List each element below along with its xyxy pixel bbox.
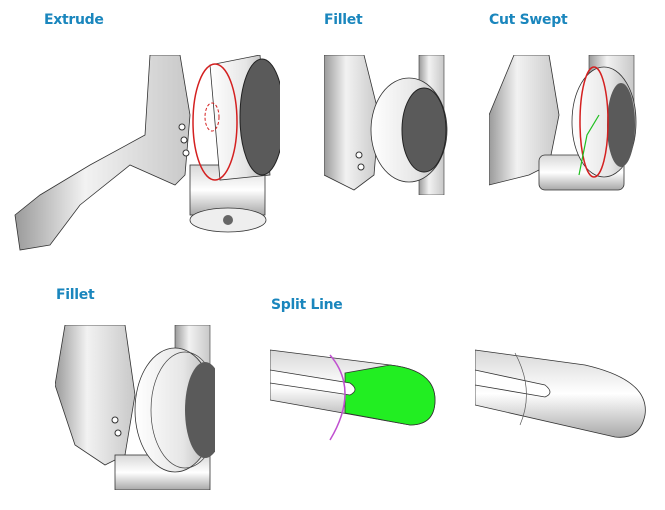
sweep-profile-sketch — [578, 114, 600, 176]
split-face-highlight — [344, 364, 436, 426]
sweep-path-highlight — [579, 66, 609, 178]
fillet-2-model-image — [55, 325, 215, 490]
extrude-model-image — [14, 55, 280, 251]
split-curve — [329, 354, 346, 441]
step-label-fillet-1: Fillet — [324, 12, 363, 28]
step-label-extrude: Extrude — [44, 12, 104, 28]
split-line-model-image — [270, 349, 436, 441]
step-label-cut-swept: Cut Swept — [489, 12, 568, 28]
fillet-model-image — [324, 55, 450, 195]
step-label-split-line: Split Line — [271, 297, 343, 313]
cut-swept-model-image — [489, 55, 637, 191]
extrude-edge-highlight — [192, 63, 238, 181]
step-label-fillet-2: Fillet — [56, 287, 95, 303]
split-line-result-image — [475, 349, 646, 438]
